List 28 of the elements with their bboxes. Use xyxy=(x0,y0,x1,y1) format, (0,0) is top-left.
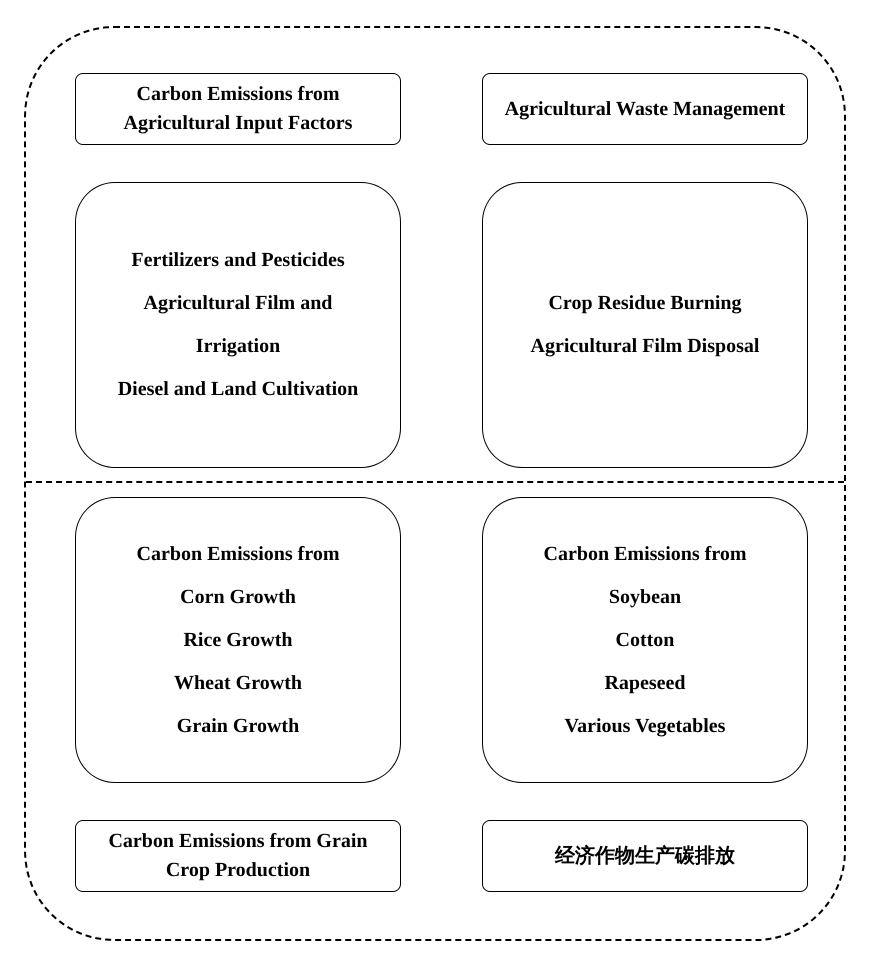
title-box xyxy=(482,820,808,892)
box-text: Diesel and Land Cultivation xyxy=(118,377,358,402)
rounded-box xyxy=(482,497,808,783)
rounded-box xyxy=(75,497,401,783)
box-text: Carbon Emissions from Agricultural Input Factors xyxy=(122,82,354,136)
box-text: 经济作物生产碳排放 xyxy=(555,844,735,868)
box-text: Soybean xyxy=(608,584,682,610)
rounded-box xyxy=(482,182,808,468)
title-box xyxy=(482,73,808,145)
title-box xyxy=(75,73,401,145)
rounded-box xyxy=(75,182,401,468)
box-text: Various Vegetables xyxy=(564,714,726,738)
box-text: Cotton xyxy=(616,628,674,652)
box-text: Rapeseed xyxy=(604,670,686,696)
box-text: Wheat Growth xyxy=(174,670,302,696)
box-text: Carbon Emissions from xyxy=(136,542,340,566)
box-text: Grain Growth xyxy=(176,714,300,738)
box-text: Rice Growth xyxy=(183,628,293,652)
dashed-frame xyxy=(24,26,846,941)
box-text: Agricultural Film and Irrigation xyxy=(142,291,334,359)
title-box xyxy=(75,820,401,892)
box-text: Agricultural Film Disposal xyxy=(530,334,760,359)
box-text: Carbon Emissions from Grain Crop Production xyxy=(107,829,369,883)
box-text: Agricultural Waste Management xyxy=(504,96,786,122)
box-text: Crop Residue Burning xyxy=(548,291,742,316)
box-text: Fertilizers and Pesticides xyxy=(131,248,345,273)
box-text: Corn Growth xyxy=(180,584,296,610)
box-text: Carbon Emissions from xyxy=(544,542,746,566)
